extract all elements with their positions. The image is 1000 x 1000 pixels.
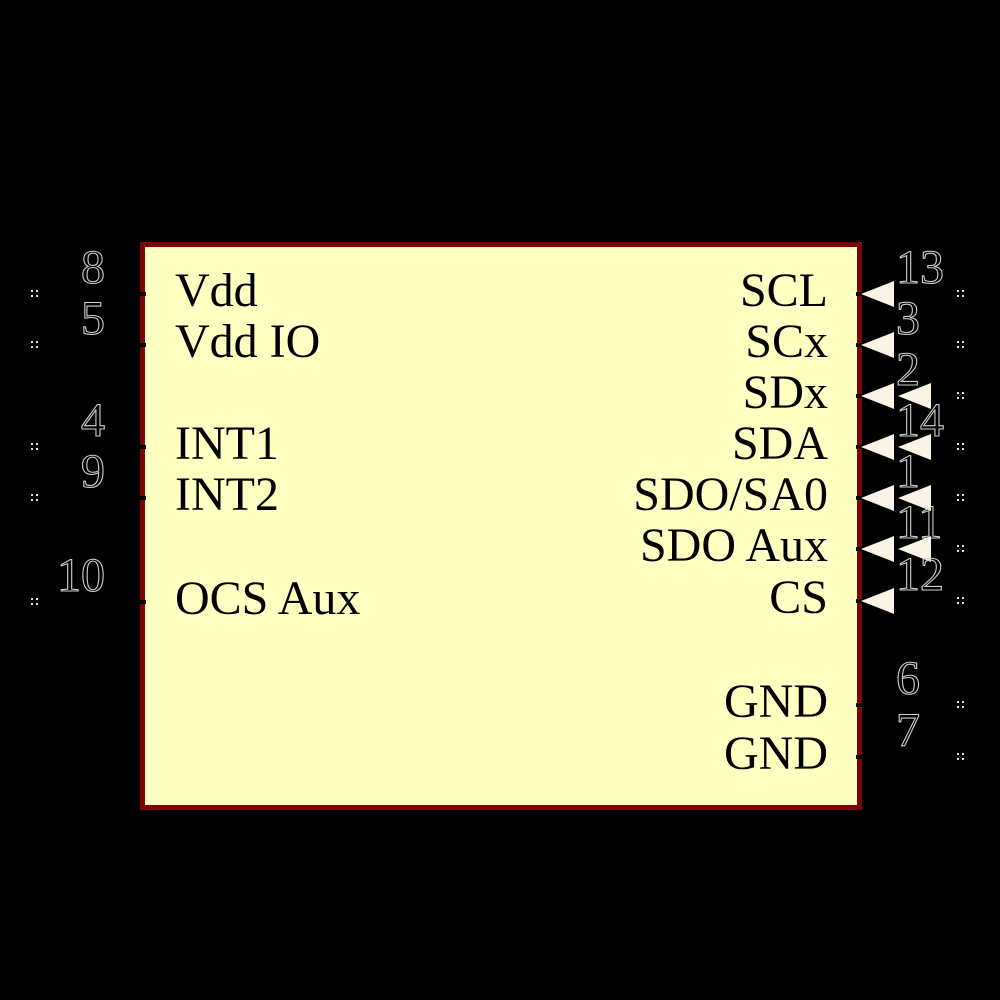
pin-name: SDx bbox=[742, 366, 828, 419]
pin-endpoint-dots-icon bbox=[957, 597, 959, 599]
pin-name: CS bbox=[769, 571, 828, 624]
pin-name: INT2 bbox=[175, 468, 279, 521]
pin-direction-arrow-icon bbox=[898, 383, 931, 409]
pin-direction-arrow-icon bbox=[861, 536, 894, 562]
pin-endpoint-dots-icon bbox=[31, 494, 33, 496]
pin-name: SDO/SA0 bbox=[633, 468, 828, 521]
pin-line bbox=[38, 496, 146, 500]
pin-endpoint-dots-icon bbox=[31, 290, 33, 292]
pin-name: GND bbox=[724, 675, 828, 728]
pin-line bbox=[856, 343, 963, 347]
pin-name: SCL bbox=[739, 264, 828, 317]
pin-number: 10 bbox=[56, 549, 105, 602]
pin-number: 3 bbox=[895, 292, 920, 345]
pin-direction-arrow-icon bbox=[898, 485, 931, 511]
pin-direction-arrow-icon bbox=[898, 536, 931, 562]
pin-number: 13 bbox=[895, 241, 944, 294]
chip-body bbox=[140, 242, 862, 810]
pin-direction-arrow-icon bbox=[898, 434, 931, 460]
pin-endpoint-dots-icon bbox=[957, 753, 959, 755]
pin-number: 9 bbox=[80, 445, 105, 498]
pin-direction-arrow-icon bbox=[861, 332, 894, 358]
pin-direction-arrow-icon bbox=[861, 485, 894, 511]
pin-name: GND bbox=[724, 727, 828, 780]
pin-line bbox=[856, 703, 963, 707]
pin-line bbox=[38, 343, 146, 347]
pin-line bbox=[38, 445, 146, 449]
pin-direction-arrow-icon bbox=[861, 281, 894, 307]
pin-number: 6 bbox=[895, 652, 920, 705]
pin-direction-arrow-icon bbox=[861, 383, 894, 409]
pin-name: OCS Aux bbox=[175, 572, 361, 625]
pin-endpoint-dots-icon bbox=[31, 341, 33, 343]
pin-name: SCx bbox=[745, 315, 828, 368]
pin-number: 4 bbox=[80, 394, 105, 447]
pin-endpoint-dots-icon bbox=[957, 341, 959, 343]
pin-number: 5 bbox=[80, 292, 105, 345]
pin-line bbox=[856, 599, 963, 603]
pin-line bbox=[38, 600, 146, 604]
pin-line bbox=[856, 292, 963, 296]
pin-name: Vdd bbox=[175, 264, 258, 317]
pin-name: Vdd IO bbox=[175, 315, 321, 368]
pin-direction-arrow-icon bbox=[861, 434, 894, 460]
pin-number: 8 bbox=[80, 241, 105, 294]
pin-endpoint-dots-icon bbox=[957, 494, 959, 496]
pin-endpoint-dots-icon bbox=[957, 290, 959, 292]
pin-name: SDA bbox=[731, 417, 828, 470]
pin-endpoint-dots-icon bbox=[957, 392, 959, 394]
pin-name: INT1 bbox=[175, 417, 279, 470]
pin-endpoint-dots-icon bbox=[957, 701, 959, 703]
pin-line bbox=[38, 292, 146, 296]
pin-number: 12 bbox=[895, 548, 944, 601]
pin-number: 7 bbox=[895, 704, 920, 757]
pin-endpoint-dots-icon bbox=[31, 598, 33, 600]
pin-endpoint-dots-icon bbox=[957, 545, 959, 547]
pin-endpoint-dots-icon bbox=[957, 443, 959, 445]
pin-name: SDO Aux bbox=[639, 519, 828, 572]
pin-direction-arrow-icon bbox=[861, 588, 894, 614]
pin-endpoint-dots-icon bbox=[31, 443, 33, 445]
pin-line bbox=[856, 755, 963, 759]
